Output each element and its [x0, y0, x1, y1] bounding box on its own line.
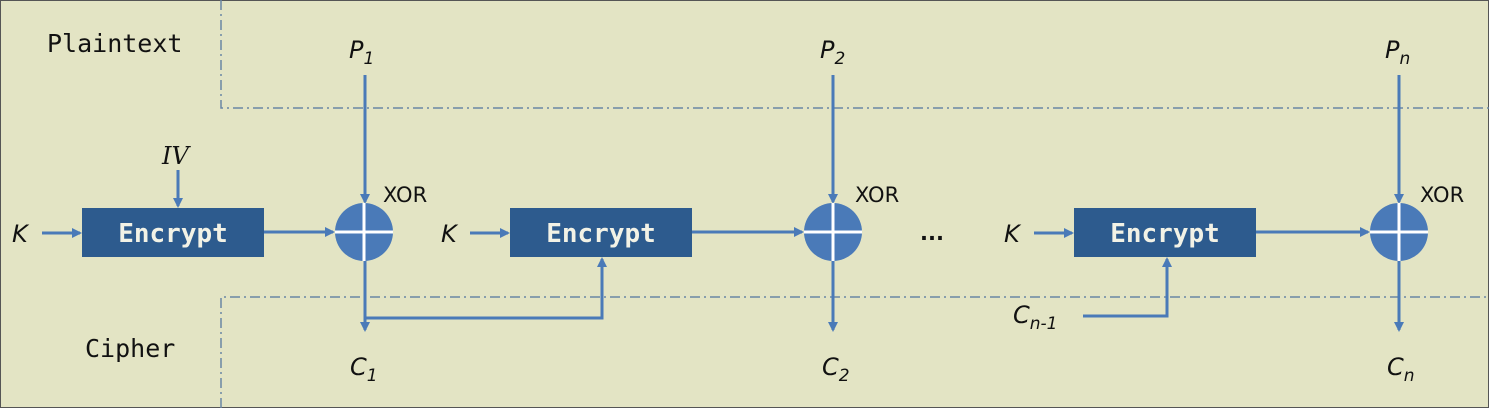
plaintext-1-label: P1	[349, 36, 374, 69]
stage-2: K Encrypt P2 XOR C2	[441, 36, 899, 386]
encrypt-label: Encrypt	[118, 219, 228, 249]
stage-1: K IV Encrypt P1 XOR C1	[12, 36, 607, 386]
xor-icon	[335, 203, 393, 261]
xor-icon	[1370, 203, 1428, 261]
xor-label: XOR	[383, 183, 427, 207]
encrypt-label: Encrypt	[1110, 219, 1220, 249]
key-label: K	[1004, 220, 1022, 248]
cipher-1-label: C1	[350, 353, 378, 386]
cipher-2-label: C2	[822, 353, 850, 386]
cipher-n-label: Cn	[1387, 353, 1415, 386]
iv-label: IV	[161, 142, 191, 170]
key-label: K	[12, 220, 30, 248]
xor-label: XOR	[1420, 183, 1464, 207]
stage-n: K Encrypt Cn-1 Pn XOR Cn	[1004, 36, 1464, 386]
xor-label: XOR	[855, 183, 899, 207]
encrypt-block	[1074, 208, 1256, 257]
xor-icon	[804, 203, 862, 261]
plaintext-region-divider	[220, 0, 1489, 109]
prev-cipher-label: Cn-1	[1013, 301, 1058, 334]
key-label: K	[441, 220, 459, 248]
prev-cipher-arrow	[1083, 257, 1172, 318]
plaintext-2-label: P2	[820, 36, 845, 69]
plaintext-n-label: Pn	[1385, 36, 1410, 69]
ellipsis: ...	[920, 221, 944, 245]
encrypt-label: Encrypt	[546, 219, 656, 249]
encrypt-block	[82, 208, 264, 257]
feedback-arrow	[365, 257, 607, 320]
encrypt-block	[510, 208, 692, 257]
cipher-region-label: Cipher	[85, 334, 175, 363]
plaintext-region-label: Plaintext	[47, 29, 182, 58]
